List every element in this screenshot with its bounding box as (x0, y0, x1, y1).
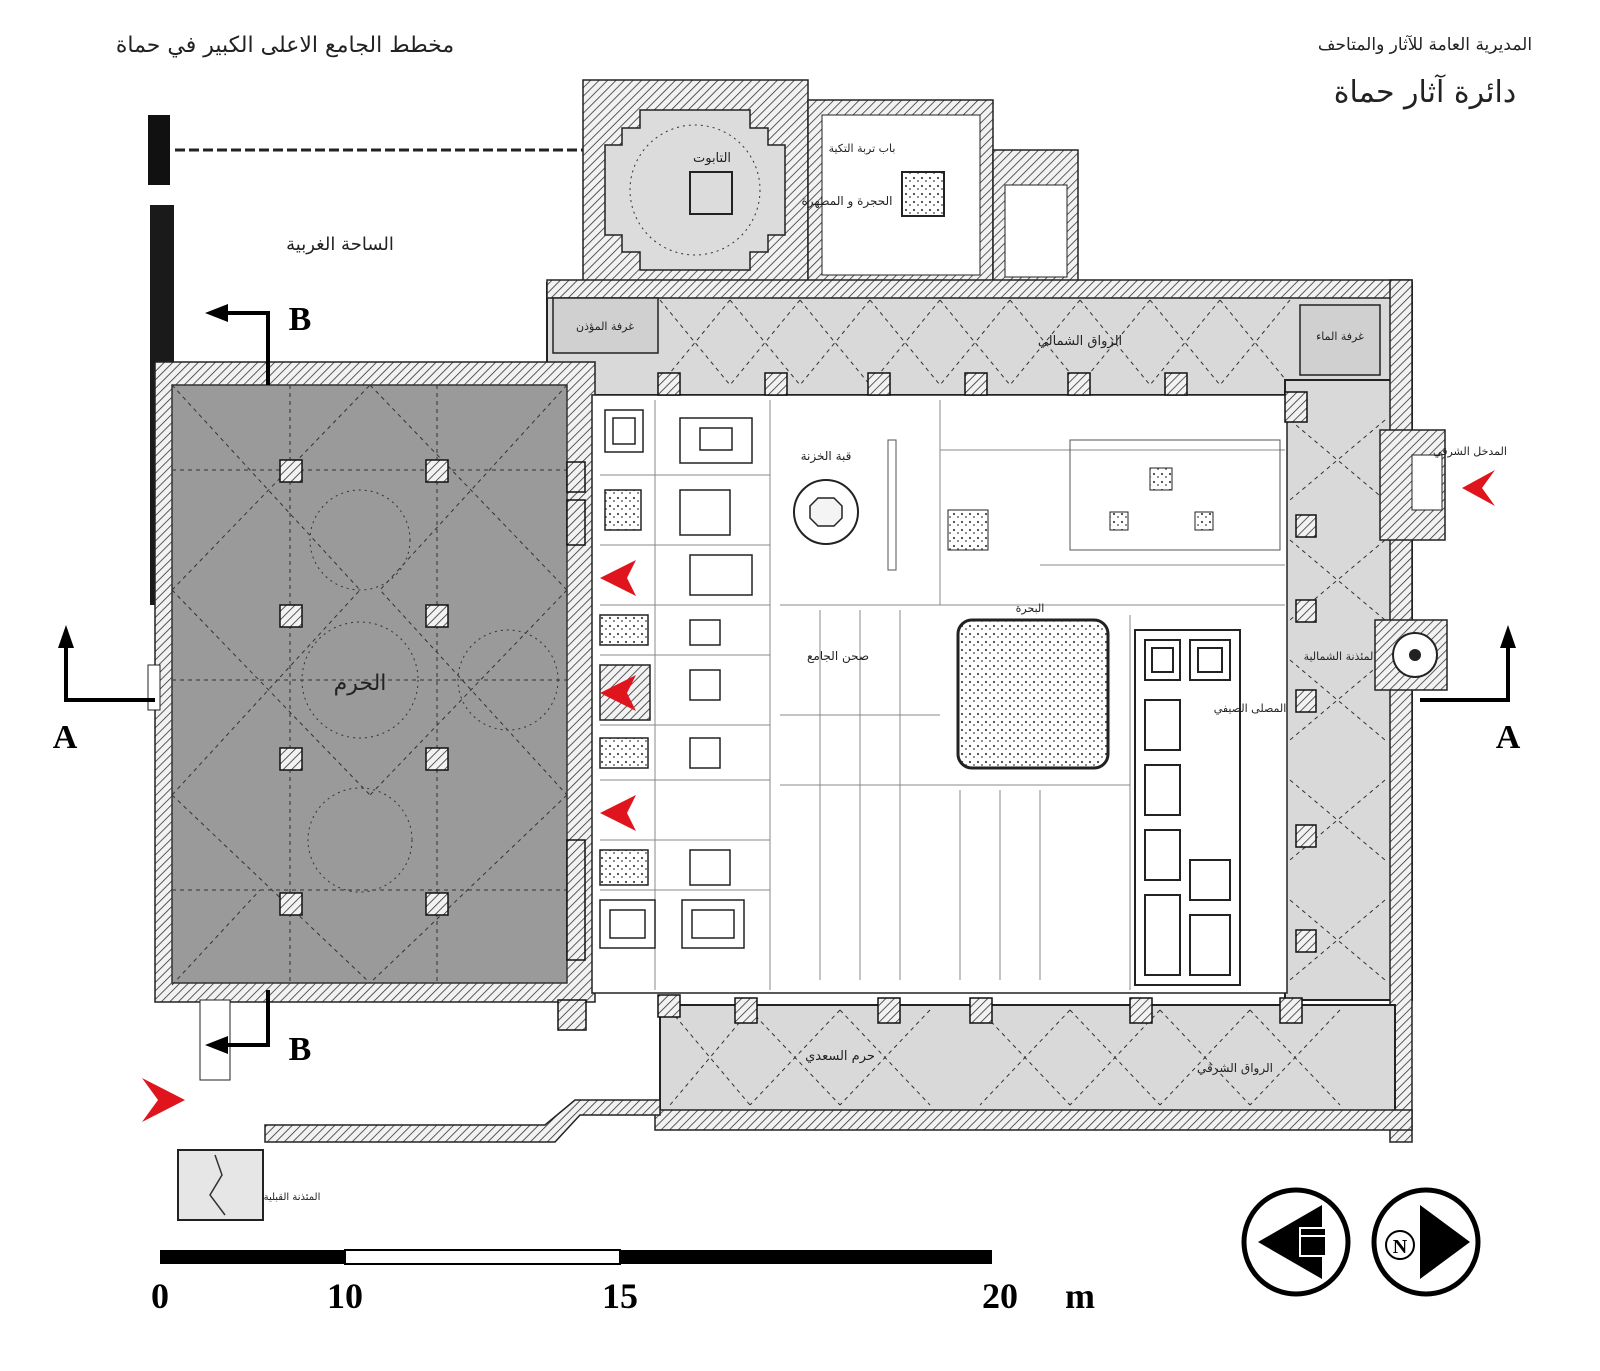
label-north-minaret: المئذنة الشمالية (1304, 650, 1377, 663)
water-room (1299, 304, 1381, 376)
label-water-room: غرفة الماء (1316, 330, 1364, 343)
courtyard-piers (566, 372, 1317, 961)
courtyard-slab-east (1069, 439, 1281, 551)
tabut-sarcophagus (689, 171, 733, 215)
section-b-top-label: B (289, 301, 312, 338)
section-b-bottom-label: B (289, 1031, 312, 1068)
section-a-left-label: A (53, 719, 78, 756)
section-a-right (1420, 625, 1516, 702)
courtyard-paving-grid (600, 400, 1285, 990)
section-b-top (205, 304, 270, 385)
north-arrow-letter: N (1393, 1236, 1408, 1258)
haram-piers (279, 459, 449, 916)
treasury-dome-octagon (809, 497, 843, 527)
south-gate-stub (199, 999, 231, 1081)
courtyard-tile-1 (947, 509, 989, 551)
label-prayer-room: الحجرة و المطهرة (801, 194, 892, 209)
scale-tick-15: 15 (602, 1276, 638, 1316)
east-entrance-steps (1411, 454, 1443, 511)
label-north-riwaq: الرواق الشمالي (1038, 334, 1122, 349)
section-a-right-label: A (1496, 719, 1521, 756)
scale-tick-10: 10 (327, 1276, 363, 1316)
scale-tick-20: 20 (982, 1276, 1018, 1316)
qibla-indicator (1241, 1187, 1351, 1297)
northeast-annex-room (1004, 184, 1068, 278)
south-riwaq (659, 1004, 1396, 1118)
label-haram: الحرم (334, 671, 387, 696)
ablution-pool (956, 618, 1110, 770)
north-arrow (1371, 1187, 1481, 1297)
authority-line-1: المديرية العامة للآثار والمتاحف (1318, 34, 1532, 55)
summer-chapel-meander (1144, 639, 1231, 976)
entrance-marker-west-2 (600, 675, 636, 711)
section-b-bottom (205, 990, 270, 1054)
authority-line-2: دائرة آثار حماة (1334, 74, 1516, 110)
label-tabut: التابوت (693, 151, 731, 166)
south-riwaq-outer-wall (654, 1109, 1413, 1131)
entrance-marker-east (1462, 470, 1495, 506)
label-east-riwaq: الرواق الشرقي (1197, 1061, 1273, 1076)
entrance-marker-west-1 (600, 560, 636, 596)
haram-prayer-hall (171, 384, 568, 984)
label-west-yard: الساحة الغربية (286, 234, 394, 255)
scale-tick-0: 0 (151, 1276, 169, 1316)
label-courtyard: صحن الجامع (807, 649, 869, 664)
south-riwaq-vault-lines (669, 1009, 1341, 1106)
label-saadi-haram: حرم السعدي (805, 1049, 875, 1064)
tomb-grave (901, 171, 945, 217)
label-treasury-dome: قبة الخزنة (801, 449, 852, 464)
summer-chapel-east (1134, 629, 1241, 986)
label-east-entrance: المدخل الشرقي (1433, 445, 1507, 458)
treasury-dome (793, 479, 859, 545)
courtyard-tile-4 (1194, 511, 1214, 531)
haram-vault-lines (171, 384, 568, 986)
south-riwaq-piers (557, 994, 1303, 1031)
label-pool: البحرة (1016, 602, 1045, 615)
muezzin-room (552, 297, 659, 354)
tabut-dome (629, 124, 761, 256)
south-minaret-crack (209, 1154, 226, 1216)
west-boundary-wall-upper (148, 115, 170, 185)
label-muezzin-room: غرفة المؤذن (576, 320, 634, 333)
north-riwaq-outer-wall (546, 279, 1413, 299)
plan-title: مخطط الجامع الاعلى الكبير في حماة (116, 33, 454, 58)
courtyard-tile-2 (1149, 467, 1173, 491)
courtyard-tile-3 (1109, 511, 1129, 531)
haram-dome-circles (301, 489, 559, 893)
kaaba-icon (1299, 1227, 1327, 1257)
label-summer-chapel: المصلى الصيفي (1214, 702, 1287, 715)
north-minaret-core (1409, 649, 1421, 661)
entrance-marker-west-3 (600, 795, 636, 831)
courtyard-long-slab (887, 439, 897, 571)
section-a-left (58, 625, 155, 702)
label-south-minaret: المئذنة القبلية (264, 1192, 321, 1203)
label-tomb-gate: باب تربة التكية (829, 142, 896, 155)
haram-mihrab-niche (147, 664, 161, 711)
scale-bar (160, 1249, 992, 1265)
courtyard-west-panels (599, 409, 753, 949)
scale-unit: m (1065, 1276, 1095, 1316)
entrance-marker-southwest (142, 1078, 185, 1122)
south-passage-wall (264, 1099, 661, 1143)
tabut-cross-room (604, 109, 786, 271)
